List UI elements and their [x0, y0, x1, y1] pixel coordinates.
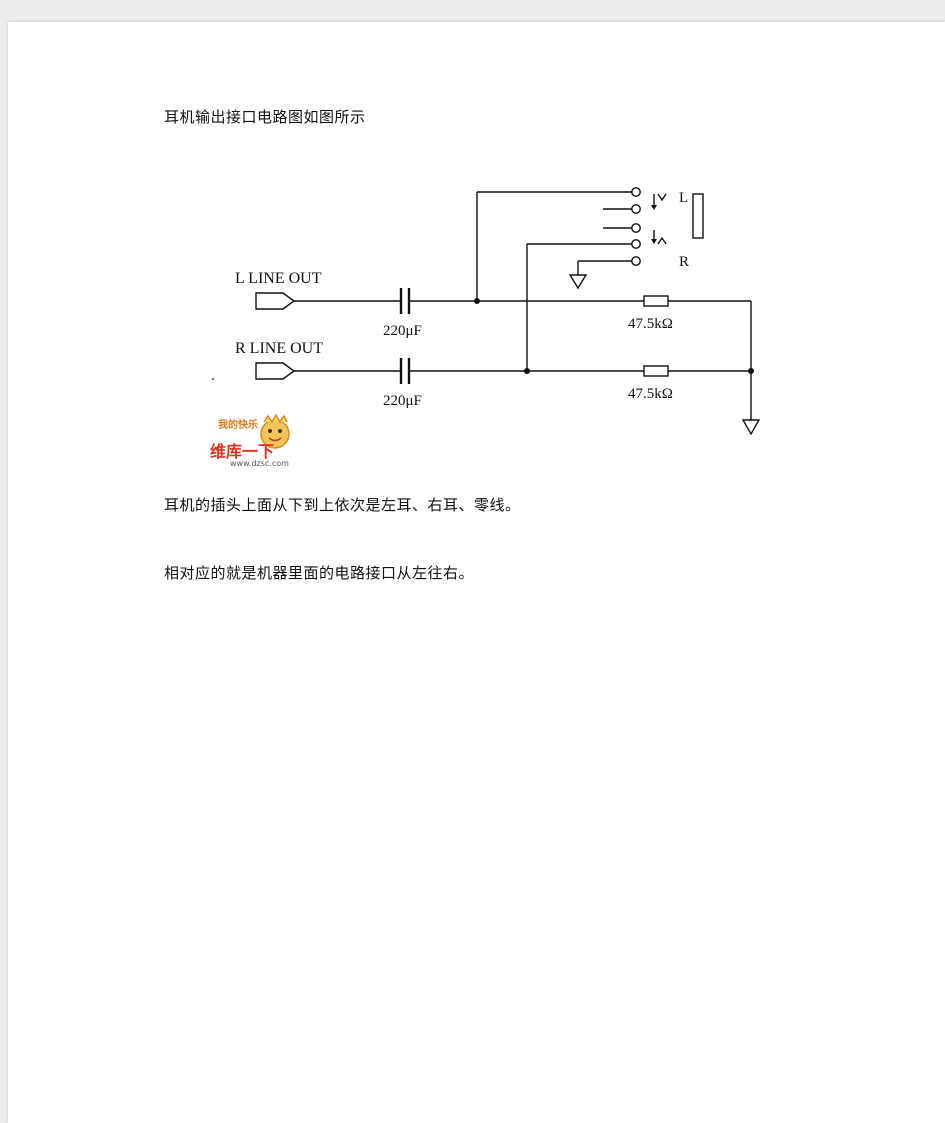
- jack-terminal-1: [631, 187, 641, 197]
- headphone-output-circuit-diagram: L LINE OUT R LINE OUT 220μF 220μF 47.5kΩ…: [210, 187, 761, 468]
- diagram-caption: 耳机输出接口电路图如图所示: [164, 108, 366, 126]
- l-resistor: [643, 295, 669, 307]
- watermark-url: www.dzsc.com: [230, 459, 289, 468]
- l-capacitor-label: 220μF: [383, 323, 422, 339]
- l-input-connector: [255, 292, 296, 310]
- paragraph-jack-order: 相对应的就是机器里面的电路接口从左往右。: [164, 564, 475, 582]
- jack-terminal-3: [631, 223, 641, 233]
- r-capacitor-label: 220μF: [383, 393, 422, 409]
- dzsc-watermark: 我的快乐 维库一下 www.dzsc.com: [210, 413, 290, 468]
- junction-l: [474, 298, 480, 304]
- r-input-label: R LINE OUT: [235, 340, 323, 357]
- jack-terminal-5: [631, 256, 641, 266]
- l-input-label: L LINE OUT: [235, 270, 322, 287]
- l-resistor-label: 47.5kΩ: [628, 316, 673, 332]
- jack-terminal-4: [631, 239, 641, 249]
- ground-symbol-bottom: [741, 419, 761, 436]
- r-input-connector: [255, 362, 296, 380]
- watermark-brand: 维库一下: [210, 442, 274, 461]
- document-page: 耳机输出接口电路图如图所示: [8, 22, 945, 1123]
- junction-ground: [748, 368, 754, 374]
- ground-symbol-jack: [568, 274, 588, 290]
- r-resistor: [643, 365, 669, 377]
- paragraph-plug-order: 耳机的插头上面从下到上依次是左耳、右耳、零线。: [164, 496, 521, 514]
- jack-r-label: R: [679, 254, 689, 270]
- watermark-tagline: 我的快乐: [218, 418, 258, 431]
- jack-sleeve: [692, 193, 704, 239]
- jack-l-label: L: [679, 190, 688, 206]
- junction-r: [524, 368, 530, 374]
- jack-terminal-2: [631, 204, 641, 214]
- r-resistor-label: 47.5kΩ: [628, 386, 673, 402]
